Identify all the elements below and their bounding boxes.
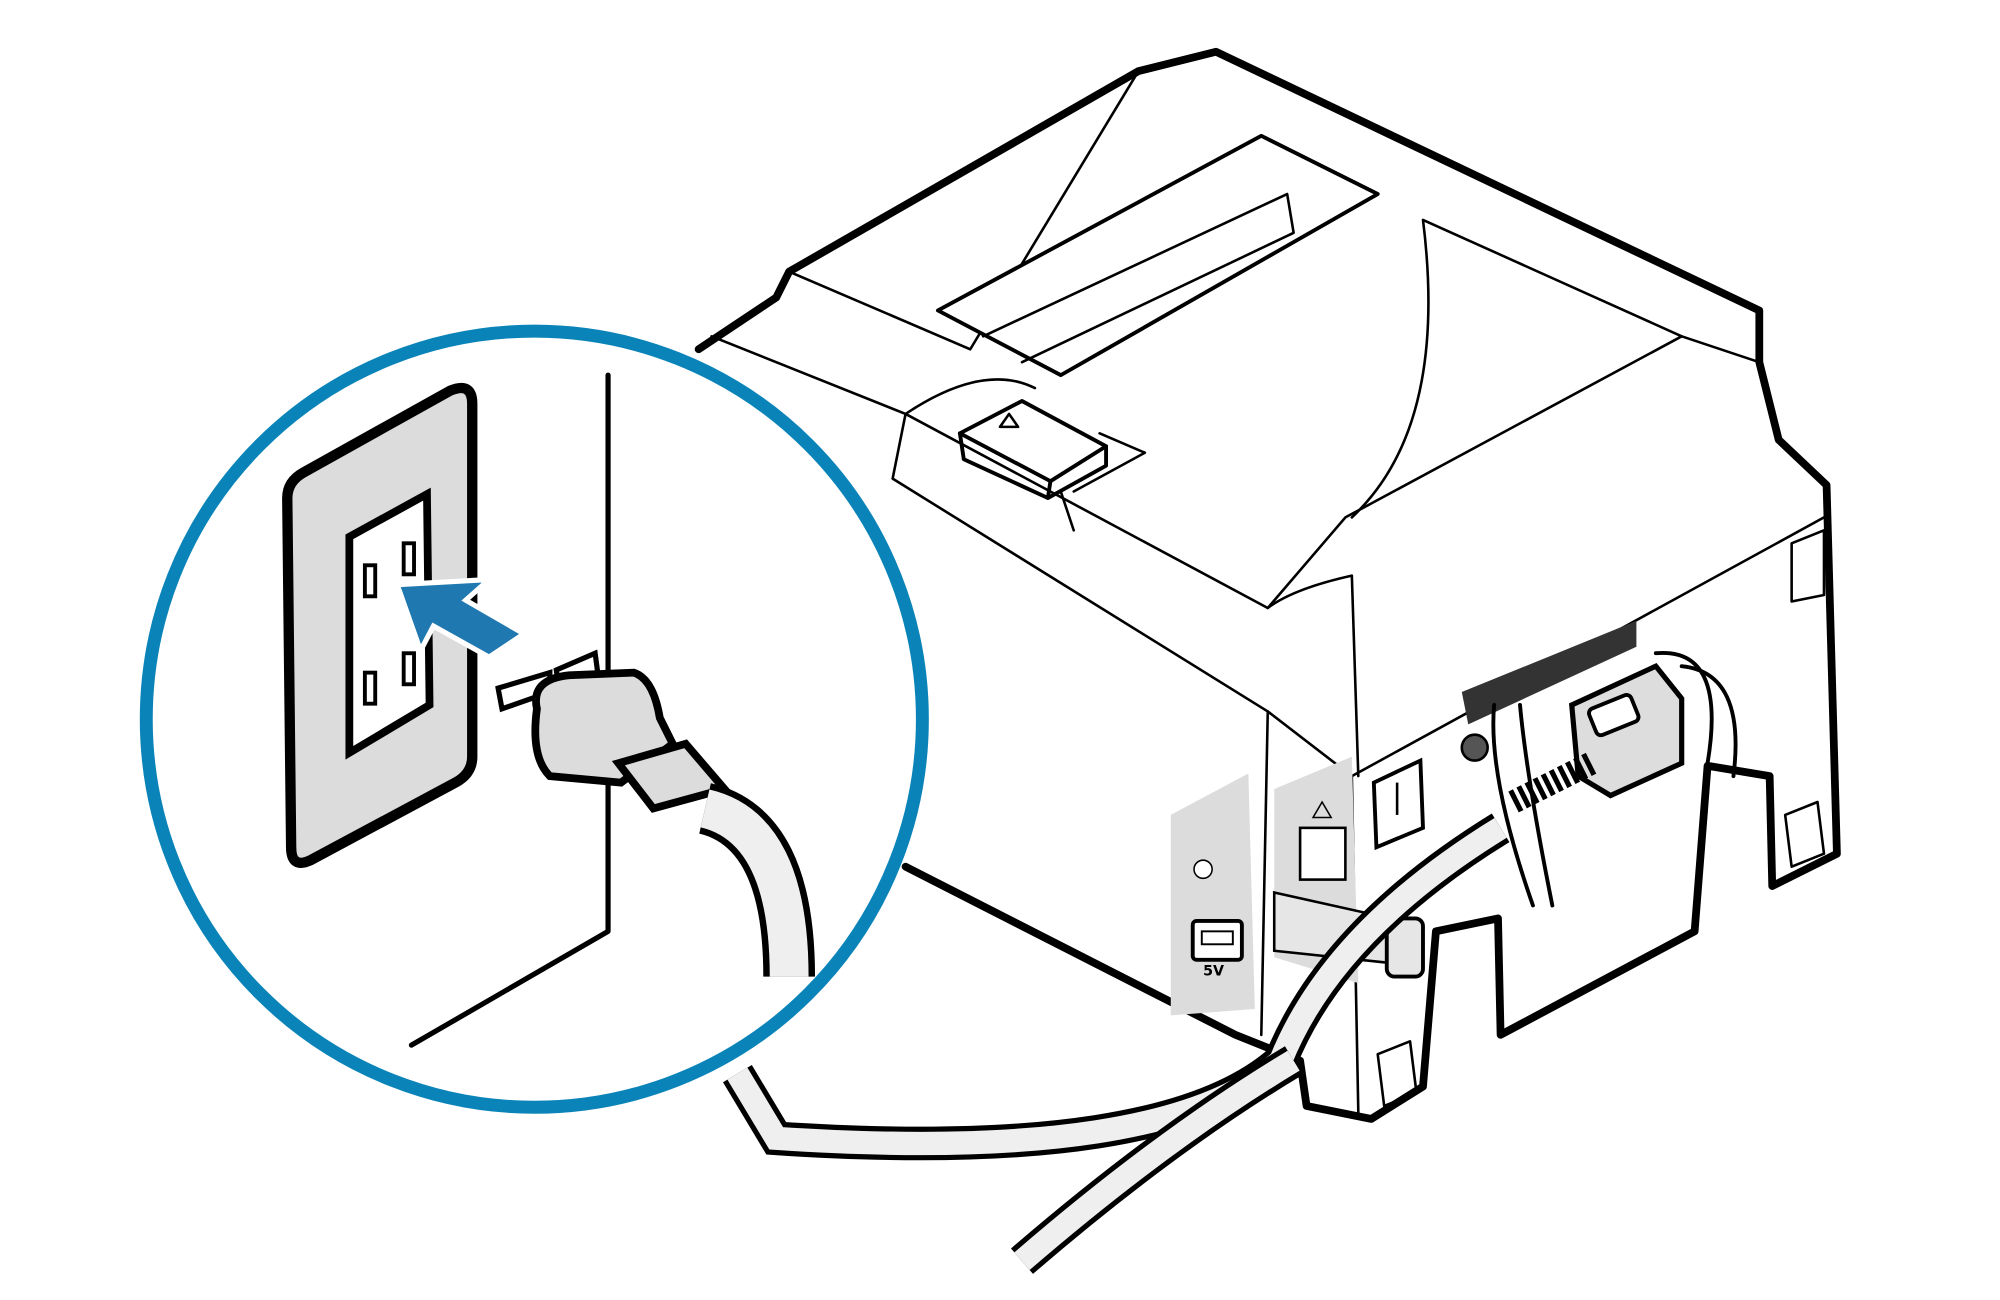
power-switch-icon <box>1371 757 1425 851</box>
printer-icon: 5V <box>694 47 1841 1274</box>
usb-port-icon: 5V <box>1190 919 1244 979</box>
power-plug-icon <box>495 649 816 977</box>
ethernet-port-icon <box>1298 800 1347 881</box>
wall-outlet-icon <box>282 382 478 868</box>
insert-arrow-icon <box>393 576 529 661</box>
port-label-5v: 5V <box>1203 963 1224 979</box>
inset-detail <box>139 324 929 1114</box>
